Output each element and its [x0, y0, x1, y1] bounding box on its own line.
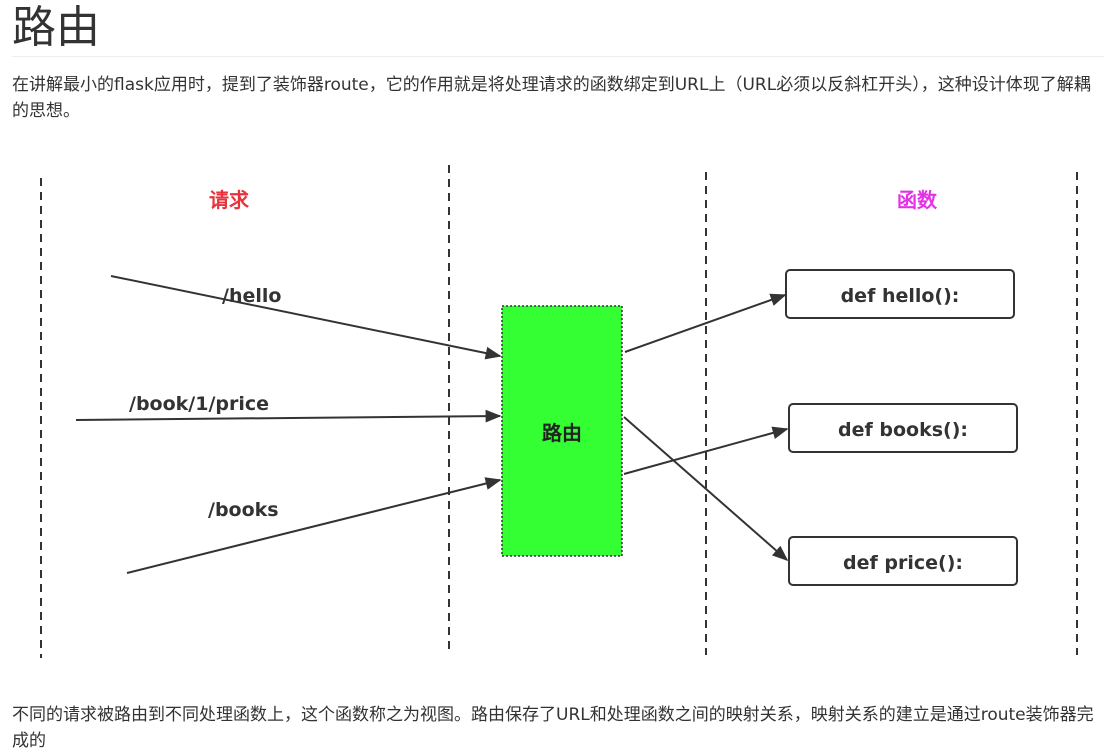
- dispatch-arrow-price: [623, 416, 789, 562]
- outro-paragraph: 不同的请求被路由到不同处理函数上，这个函数称之为视图。路由保存了URL和处理函数…: [12, 705, 1094, 751]
- router-label: 路由: [542, 421, 582, 445]
- function-box-price: [788, 536, 1018, 586]
- function-box-books: [788, 403, 1018, 453]
- request-arrow-books: [126, 477, 502, 574]
- function-label-price: def price():: [843, 552, 963, 574]
- function-column-header: 函数: [897, 188, 938, 212]
- request-arrow-book-price: [75, 409, 502, 423]
- route-label-book-price: /book/1/price: [129, 393, 269, 415]
- dispatch-arrow-books: [623, 426, 789, 475]
- route-label-hello: /hello: [222, 285, 281, 307]
- router-box: [501, 305, 623, 557]
- intro-paragraph: 在讲解最小的flask应用时，提到了装饰器route，它的作用就是将处理请求的函…: [12, 75, 1091, 121]
- request-arrow-hello: [110, 275, 502, 360]
- page-title: 路由: [12, 2, 100, 53]
- function-label-books: def books():: [838, 419, 968, 441]
- request-column-header: 请求: [209, 188, 250, 212]
- route-label-books: /books: [208, 499, 279, 521]
- dispatch-arrow-hello: [624, 293, 787, 353]
- title-divider: [12, 56, 1104, 57]
- function-label-hello: def hello():: [841, 285, 960, 307]
- function-box-hello: [785, 269, 1015, 319]
